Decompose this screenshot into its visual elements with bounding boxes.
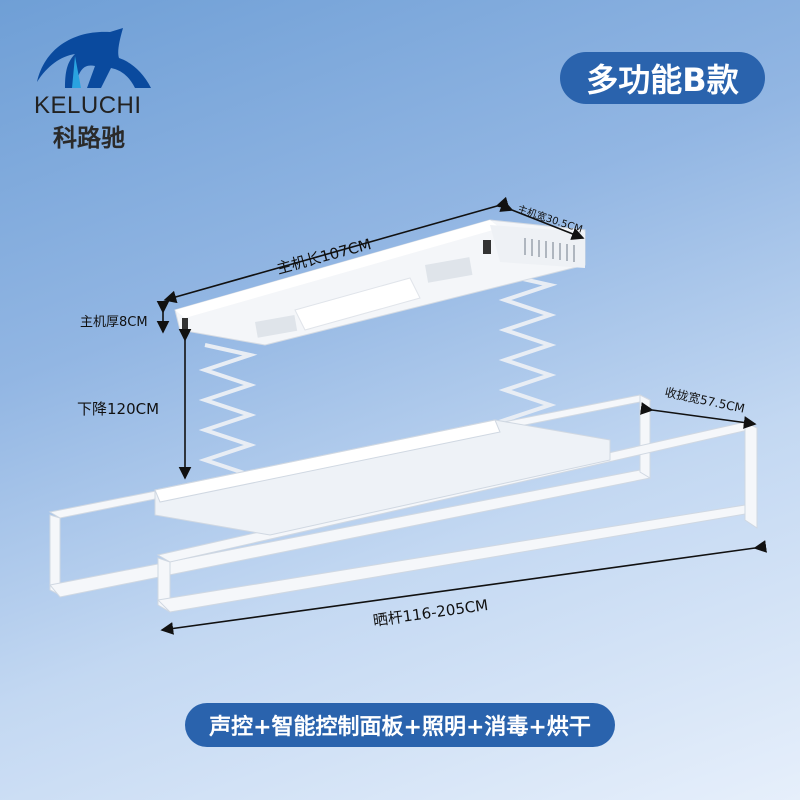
descend-label: 下降120CM bbox=[77, 400, 160, 418]
features-banner: 声控+智能控制面板+照明+消毒+烘干 bbox=[185, 703, 615, 747]
dimension-arrows bbox=[156, 196, 767, 635]
scissor-arm-left bbox=[198, 343, 258, 492]
brand-logo-icon bbox=[37, 28, 151, 88]
brand-name-en: KELUCHI bbox=[34, 92, 142, 119]
drying-rack bbox=[48, 394, 759, 613]
host-thickness-label: 主机厚8CM bbox=[80, 315, 148, 330]
brand-name-cn: 科路驰 bbox=[53, 124, 125, 152]
model-badge: 多功能B款 bbox=[560, 52, 765, 104]
